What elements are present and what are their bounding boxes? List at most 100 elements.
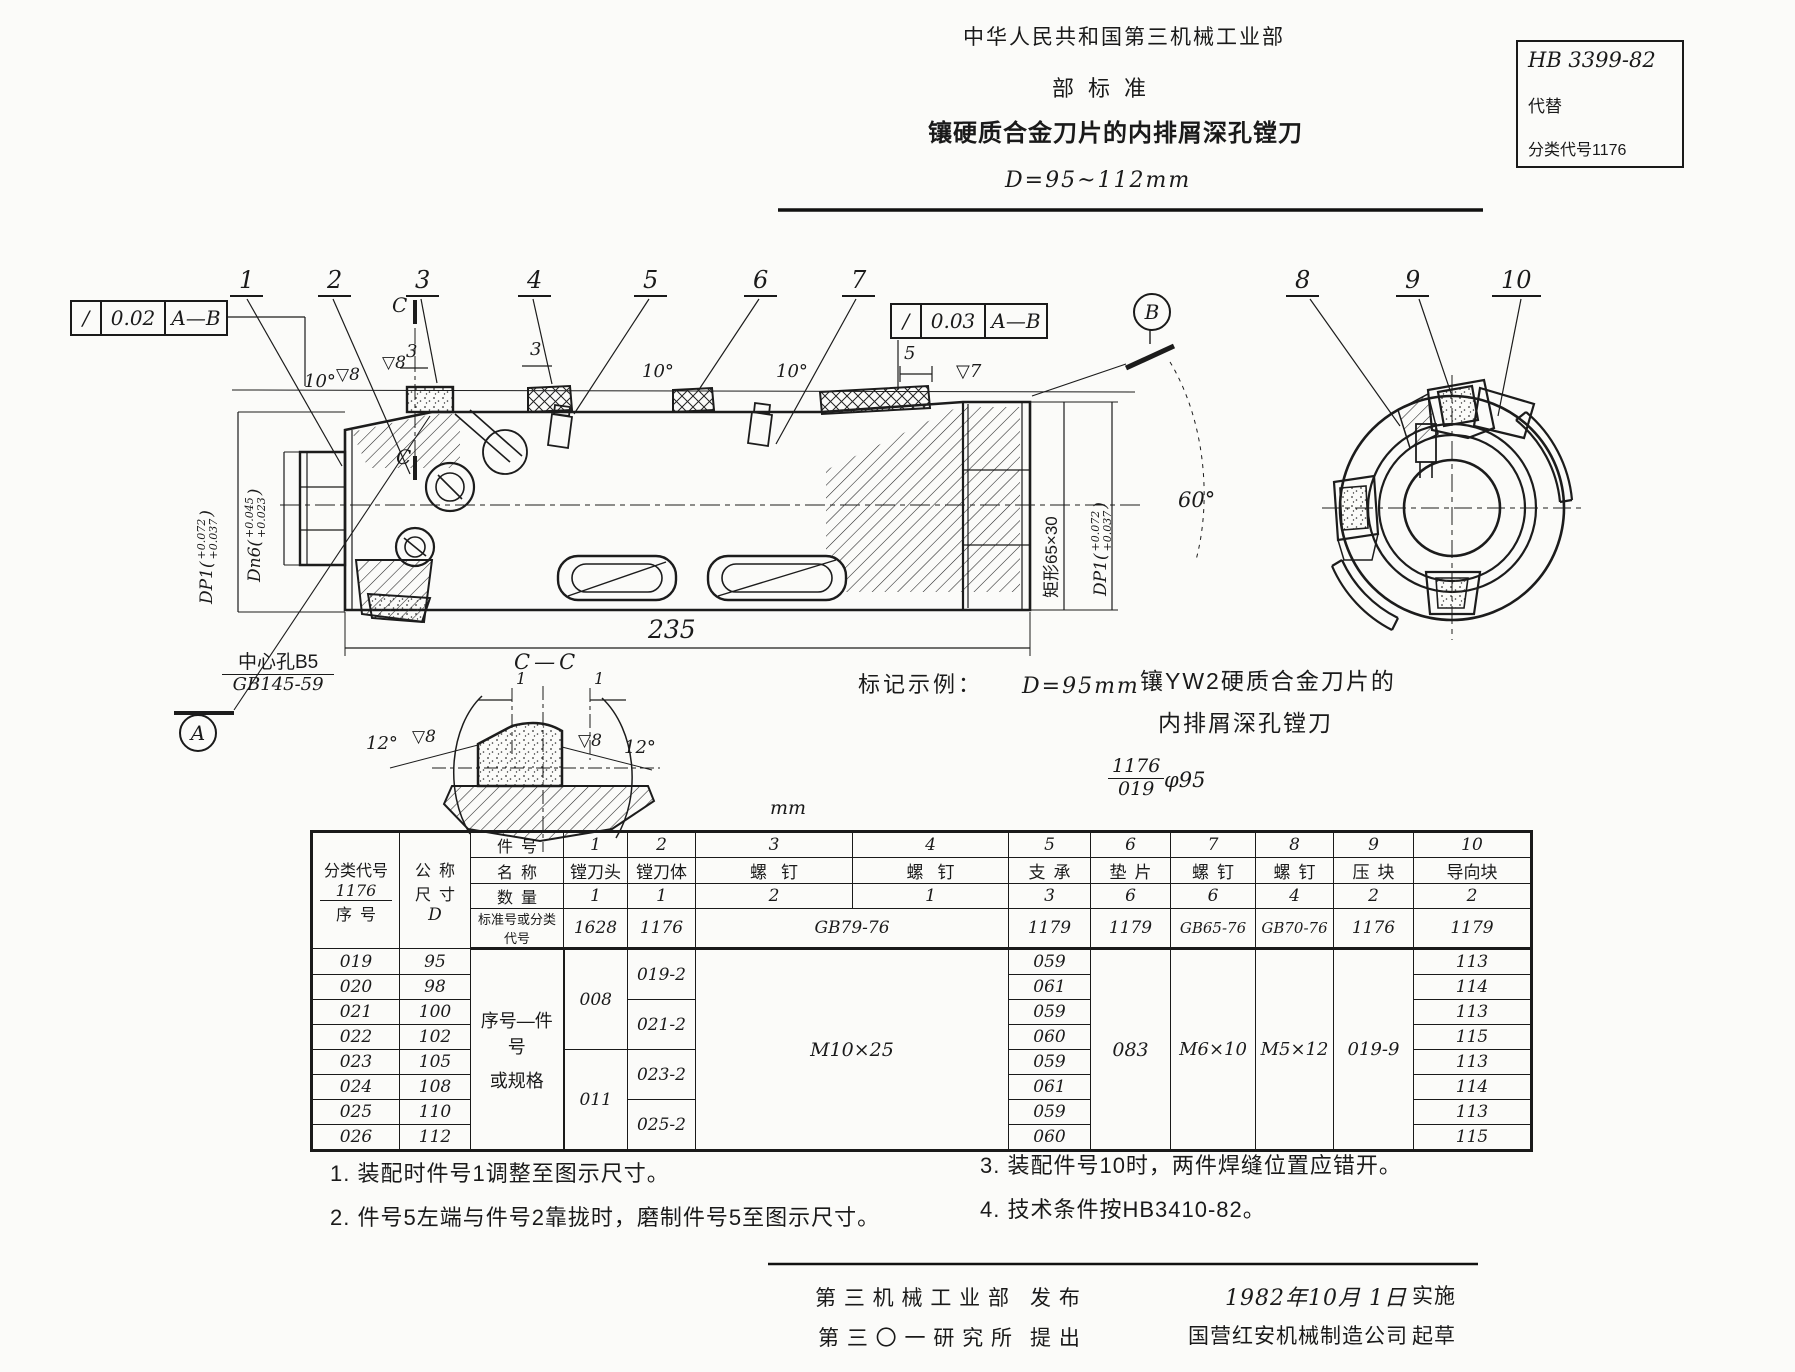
table-cell: 011 xyxy=(563,1049,628,1151)
callout-10: 10 xyxy=(1492,266,1541,297)
tolerance-datum: A—B xyxy=(164,302,226,334)
table-row: 023 105 011 023-2 059 113 xyxy=(311,1049,1532,1151)
table-cell: 112 xyxy=(399,1124,471,1151)
replaces-label: 代替 xyxy=(1528,96,1562,116)
marking-phi: φ95 xyxy=(1164,768,1206,792)
table-row: 021 100 021-2 059 113 xyxy=(311,999,1532,1050)
table-cell: 6 xyxy=(1090,883,1171,909)
tolerance-frame-left: / 0.02 A—B xyxy=(70,300,228,336)
table-cell: 螺钉 xyxy=(1255,857,1334,884)
table-cell: 5 xyxy=(1008,831,1091,858)
table-cell: 8 xyxy=(1255,831,1334,858)
table-cell: 1 xyxy=(627,883,696,909)
callout-6: 6 xyxy=(744,266,778,297)
dim-235-label: 235 xyxy=(648,615,696,644)
nominal-label: 公称 xyxy=(414,862,463,880)
table-cell: 导向块 xyxy=(1413,857,1532,884)
table-cell: 110 xyxy=(399,1099,471,1125)
table-cell: 021 xyxy=(311,999,400,1025)
table-cell: 95 xyxy=(399,948,471,975)
section-mark-top: C xyxy=(392,293,408,317)
dim-text: DP1( xyxy=(197,561,218,604)
table-cell: 008 xyxy=(563,948,628,1050)
publisher-name: 第 三 机 械 工 业 部 xyxy=(815,1287,1011,1310)
table-cell: 115 xyxy=(1413,1024,1532,1050)
datum-a-balloon: A xyxy=(179,714,217,752)
units-label: mm xyxy=(770,797,807,819)
dim-text: ) xyxy=(197,510,218,517)
size-range: D=95~112mm xyxy=(1005,168,1192,193)
seq-header-label: 序号 xyxy=(335,906,384,924)
cc-surface-finish-left: ▽8 xyxy=(412,727,436,747)
publish-date: 1982年10月 1日 xyxy=(1225,1286,1407,1311)
standard-row-label: 标准号或分类代号 xyxy=(470,908,564,950)
table-row: 数量 1 1 2 1 3 6 6 4 2 2 xyxy=(312,883,1532,909)
qty-row-label: 数量 xyxy=(470,883,564,909)
table-cell: 114 xyxy=(1413,1074,1532,1100)
table-cell: 98 xyxy=(399,974,471,1000)
dim-text: ) xyxy=(1091,502,1112,509)
surface-finish-8: ▽8 xyxy=(382,353,406,373)
name-row-label: 名称 xyxy=(470,857,564,884)
lower-tolerance: +0.037 xyxy=(207,518,221,560)
table-cell: 113 xyxy=(1413,1099,1532,1125)
callout-7: 7 xyxy=(842,266,876,297)
section-mark-bottom: C xyxy=(396,445,412,469)
table-cell: 1 xyxy=(563,831,628,858)
cc-dim-1: 1 xyxy=(516,669,527,688)
shank-dim-dn6: Dn6( +0.045+0.023 ) xyxy=(243,489,268,582)
datum-b-label: B xyxy=(1144,300,1160,324)
table-cell: 061 xyxy=(1008,974,1091,1000)
table-cell: 1 xyxy=(563,883,628,909)
table-cell: 1179 xyxy=(1090,908,1171,950)
table-cell: 螺钉 xyxy=(1170,857,1256,884)
drafter-role: 起草 xyxy=(1412,1325,1456,1348)
order-note-line: 序号—件号 xyxy=(480,1010,553,1057)
table-cell: 1176 xyxy=(1333,908,1414,950)
section-cc-view xyxy=(389,686,660,852)
table-cell: 6 xyxy=(1090,831,1171,858)
note-4: 4. 技术条件按HB3410-82。 xyxy=(980,1197,1266,1222)
fraction-denominator: 019 xyxy=(1118,777,1155,800)
table-cell: 020 xyxy=(311,974,400,1000)
bore-dim-dp1-left: DP1( +0.072+0.037 ) xyxy=(195,510,221,604)
callout-3: 3 xyxy=(406,266,440,297)
order-note-cell: 序号—件号 或规格 xyxy=(470,948,565,1151)
table-cell: 2 xyxy=(1333,883,1414,909)
table-cell: 059 xyxy=(1008,1049,1091,1075)
datum-a-label: A xyxy=(190,721,206,745)
table-cell: 螺钉 xyxy=(695,857,853,884)
table-cell: 023 xyxy=(311,1049,400,1075)
table-cell: 019-9 xyxy=(1333,948,1414,1151)
separator-rules xyxy=(768,208,1483,1266)
class-code-header-cell: 分类代号 1176 序号 xyxy=(311,831,400,949)
callout-5: 5 xyxy=(634,266,668,297)
cc-surface-finish-right: ▽8 xyxy=(578,731,602,751)
table-row: 019 95 序号—件号 或规格 008 019-2 M10×25 059 08… xyxy=(311,948,1532,1151)
table-cell: 059 xyxy=(1008,999,1091,1025)
table-cell: 060 xyxy=(1008,1024,1091,1050)
center-hole-spec: 中心孔B5 xyxy=(222,652,335,675)
class-code-label: 分类代号 xyxy=(323,862,388,880)
date-role: 实施 xyxy=(1412,1285,1456,1308)
bore-dim-dp1-right: DP1( +0.072+0.037 ) xyxy=(1089,502,1114,596)
table-cell: 镗刀头 xyxy=(563,857,628,884)
end-view xyxy=(1322,375,1585,640)
tolerance-frame-right: / 0.03 A—B xyxy=(890,303,1048,339)
dim-text: 矩形65×30 xyxy=(1042,516,1061,598)
note-2: 2. 件号5左端与件号2靠拢时，磨制件号5至图示尺寸。 xyxy=(330,1205,881,1230)
table-cell: 061 xyxy=(1008,1074,1091,1100)
table-cell: 105 xyxy=(399,1049,471,1075)
ministry-title: 中华人民共和国第三机械工业部 xyxy=(963,26,1285,49)
dim-text: Dn6( xyxy=(245,539,266,582)
center-hole-standard: GB145-59 xyxy=(232,673,324,695)
slot-size-label: 矩形65×30 xyxy=(1042,516,1062,598)
table-cell: 024 xyxy=(311,1074,400,1100)
table-row: 024 108 061 114 xyxy=(311,1074,1532,1100)
table-cell: 113 xyxy=(1413,999,1532,1025)
table-cell: 1 xyxy=(852,883,1009,909)
table-cell: 108 xyxy=(399,1074,471,1100)
marking-diameter: D=95mm xyxy=(1022,674,1140,699)
table-cell: 083 xyxy=(1090,948,1171,1151)
callout-8: 8 xyxy=(1286,266,1320,297)
